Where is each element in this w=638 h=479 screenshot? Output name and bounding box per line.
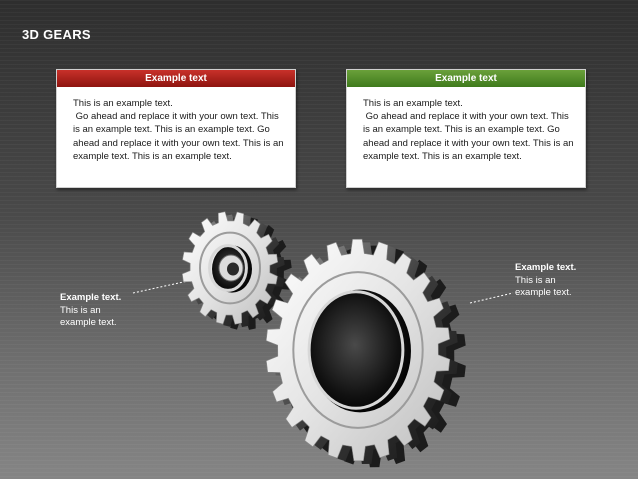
- callout-left: Example text. This is an example text.: [60, 292, 121, 330]
- large-gear-hole-edge: [307, 290, 405, 410]
- text-card-right: Example text This is an example text. Go…: [346, 69, 586, 188]
- slide-title: 3D GEARS: [22, 27, 91, 42]
- callout-line-left: [132, 278, 198, 294]
- small-gear-rim: [199, 231, 261, 305]
- callout-right-line2: example text.: [515, 287, 572, 298]
- card-header-right: Example text: [347, 70, 585, 87]
- callout-right-line1: This is an: [515, 274, 556, 286]
- callout-left-title: Example text.: [60, 292, 122, 303]
- small-gear-hole-edge: [208, 244, 248, 292]
- card-body-right: This is an example text. Go ahead and re…: [363, 98, 574, 162]
- small-gear-hub-hole: [227, 262, 239, 276]
- callout-line-right: [469, 292, 514, 304]
- small-gear: [181, 211, 292, 330]
- callout-right-title: Example text.: [515, 262, 577, 273]
- callout-right: Example text. This is an example text.: [515, 262, 576, 300]
- large-gear: [265, 238, 466, 468]
- card-header-left: Example text: [57, 70, 295, 87]
- large-gear-rim: [292, 271, 424, 429]
- callout-left-line2: example text.: [60, 317, 117, 328]
- callout-left-line1: This is an: [60, 304, 101, 316]
- card-body-left: This is an example text. Go ahead and re…: [73, 98, 284, 162]
- text-card-left: Example text This is an example text. Go…: [56, 69, 296, 188]
- large-gear-hole: [309, 289, 411, 413]
